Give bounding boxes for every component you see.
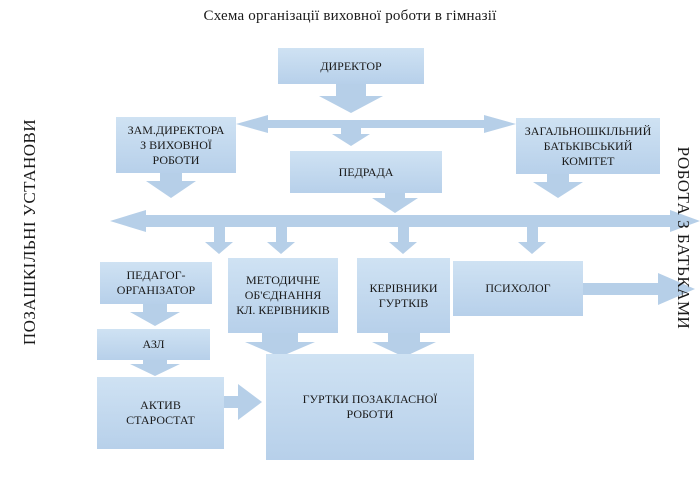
box-director: ДИРЕКТОР [278, 48, 424, 84]
arrow-director-down [319, 83, 383, 113]
arrow-deputy-committee [236, 115, 516, 133]
arrow-organizer-azl [130, 302, 180, 326]
arrow-into-pedrada [332, 128, 370, 146]
arrow-methodical-clubs [245, 332, 315, 357]
arrow-deputy-down [146, 172, 196, 198]
arrow-azl-activists [130, 360, 180, 376]
side-label-right: РОБОТА З БАТЬКАМИ [674, 146, 693, 330]
box-club-leaders: КЕРІВНИКИ ГУРТКІВ [357, 258, 450, 333]
arrow-activists-clubs [224, 384, 262, 420]
box-psychologist: ПСИХОЛОГ [453, 261, 583, 316]
box-azl: АЗЛ [97, 329, 210, 360]
box-clubs: ГУРТКИ ПОЗАКЛАСНОЇ РОБОТИ [266, 354, 474, 460]
arrow-drop-methodical [267, 227, 295, 254]
box-pedrada: ПЕДРАДА [290, 151, 442, 193]
arrow-drop-organizer [205, 227, 233, 254]
arrow-main-bus [110, 210, 700, 232]
box-parents-committee: ЗАГАЛЬНОШКІЛЬНИЙ БАТЬКІВСЬКИЙ КОМІТЕТ [516, 118, 660, 174]
arrow-drop-clubleaders [389, 227, 417, 254]
arrow-committee-down [533, 174, 583, 198]
diagram-title: Схема організації виховної роботи в гімн… [203, 8, 497, 24]
box-methodical: МЕТОДИЧНЕ ОБ'ЄДНАННЯ КЛ. КЕРІВНИКІВ [228, 258, 338, 333]
arrow-pedrada-down [372, 192, 418, 213]
arrow-clubleaders-clubs [372, 332, 436, 357]
box-organizer: ПЕДАГОГ- ОРГАНІЗАТОР [100, 262, 212, 304]
box-activists: АКТИВ СТАРОСТАТ [97, 377, 224, 449]
box-deputy: ЗАМ.ДИРЕКТОРА З ВИХОВНОЇ РОБОТИ [116, 117, 236, 173]
side-label-left: ПОЗАШКІЛЬНІ УСТАНОВИ [20, 118, 39, 346]
arrow-psychologist-right [582, 273, 695, 305]
arrow-drop-psychologist [518, 227, 546, 254]
